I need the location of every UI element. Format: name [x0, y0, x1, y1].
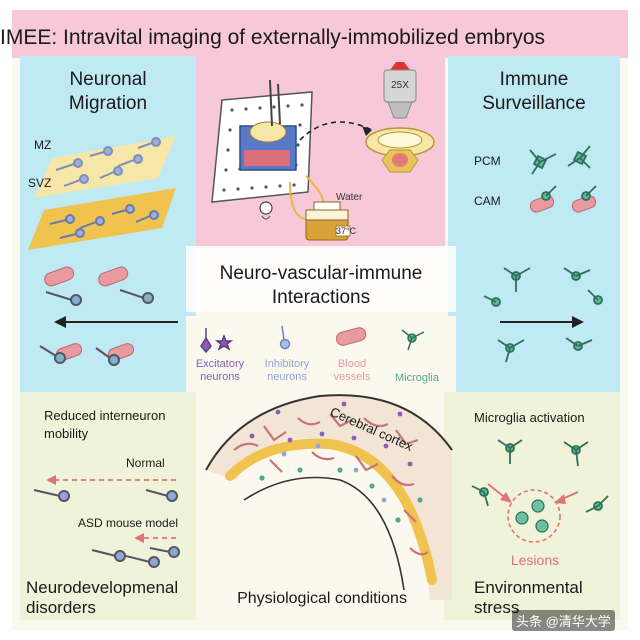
mz-label: MZ [34, 138, 52, 152]
legend-inhibitory-line2: neurons [267, 371, 307, 383]
surveillance-panel [448, 56, 620, 392]
svz-label: SVZ [28, 176, 52, 190]
asd-label: ASD mouse model [78, 516, 179, 530]
microglia-activation [471, 439, 609, 513]
reduced-mobility-line1: Reduced interneuron [44, 408, 166, 423]
watermark: 头条 @清华大学 [512, 610, 615, 631]
objective-label: 25X [391, 80, 409, 91]
neurodevelopmental-panel [20, 392, 196, 620]
reduced-mobility-line2: mobility [44, 426, 89, 441]
legend-vessels-line2: vessels [333, 371, 371, 383]
physiological-title: Physiological conditions [237, 590, 407, 607]
legend-inhibitory-line1: Inhibitory [264, 358, 310, 370]
cortex-illustration [205, 394, 453, 600]
legend-vessels-line1: Blood [337, 358, 367, 370]
lesion-area [487, 483, 579, 543]
microglia-activation-label: Microglia activation [474, 410, 585, 425]
migration-title-line1: Neuronal [69, 69, 147, 90]
environmental-title-line1: Environmental [474, 578, 583, 597]
cam-label: CAM [474, 194, 501, 208]
legend-panel [186, 316, 456, 398]
svz-slab [28, 188, 176, 250]
water-label: Water [336, 192, 363, 203]
surveillance-title-line1: Immune [499, 69, 569, 90]
normal-label: Normal [126, 456, 165, 470]
normal-migration [33, 475, 178, 502]
embryo-dish [365, 127, 435, 173]
environmental-title-line2: stress [474, 598, 520, 617]
legend-microglia: Microglia [394, 372, 439, 384]
figure-title: IMEE: Intravital imaging of externally-i… [0, 26, 546, 49]
neurodevelopmental-title-line1: Neurodevelopmenal [26, 578, 179, 597]
neuron-vessel-interaction [39, 266, 178, 366]
legend-excitatory-line1: Excitatory [195, 358, 245, 370]
asd-migration [91, 533, 180, 568]
surveillance-title-line2: Surveillance [482, 93, 586, 114]
interactions-title-line1: Neuro-vascular-immune [219, 263, 423, 284]
neurodevelopmental-title-line2: disorders [26, 598, 96, 617]
mz-slab [34, 136, 176, 198]
cam-vessels [529, 185, 597, 213]
pcm-label: PCM [474, 154, 501, 168]
microglia-interaction [483, 267, 603, 363]
legend-icons [200, 325, 425, 354]
microscope-objective [383, 62, 417, 119]
temperature-label: 37°C [336, 226, 357, 236]
heating-control [259, 201, 273, 220]
migration-title-line2: Migration [68, 93, 148, 114]
water-bath [289, 175, 351, 241]
imaging-plate [211, 79, 373, 203]
legend-excitatory-line2: neurons [200, 371, 240, 383]
title-band [12, 10, 628, 58]
lesions-label: Lesions [510, 552, 560, 568]
pcm-microglia [529, 145, 591, 175]
interactions-title-line2: Interactions [271, 287, 371, 308]
